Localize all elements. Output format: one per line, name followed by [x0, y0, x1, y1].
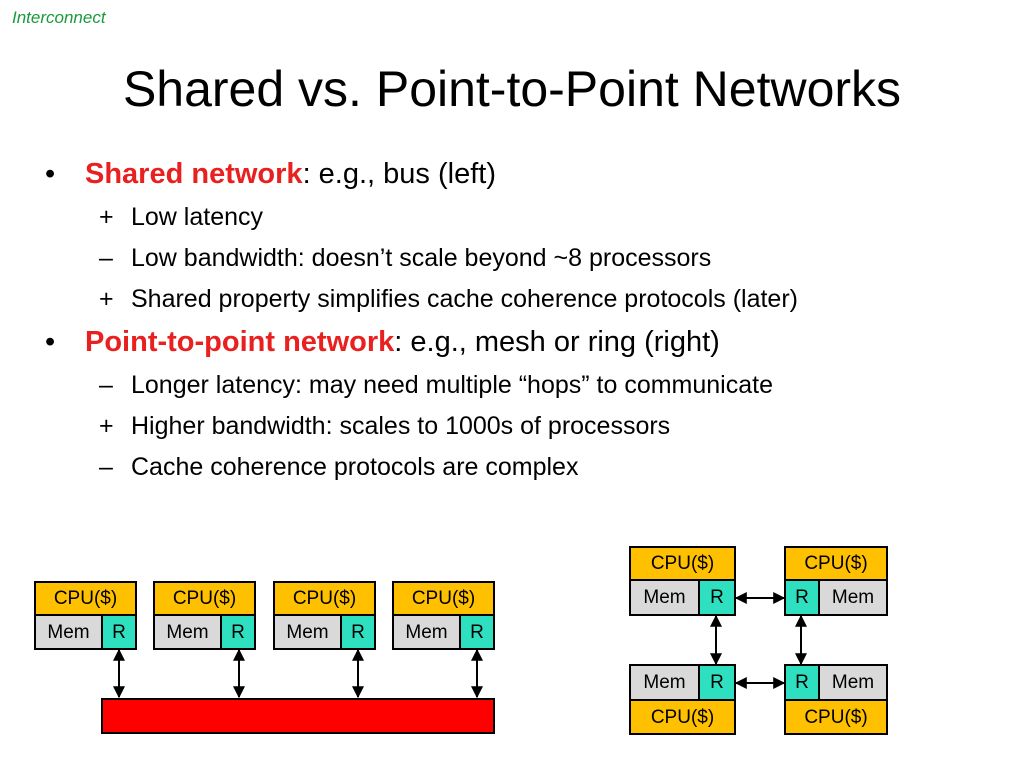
- sub-bullet-text: Low latency: [131, 203, 264, 231]
- bullet-dot-icon: •: [45, 326, 56, 358]
- sub-bullet-text: Cache coherence protocols are complex: [131, 453, 579, 481]
- plus-marker: +: [99, 412, 114, 440]
- router-box: R: [698, 579, 736, 616]
- bullet-text: : e.g., bus (left): [302, 158, 496, 190]
- mem-box: Mem: [818, 664, 888, 701]
- sub-bullet: – Longer latency: may need multiple “hop…: [99, 371, 773, 400]
- sub-bullet-text: Shared property simplifies cache coheren…: [131, 285, 798, 313]
- plus-marker: +: [99, 203, 114, 231]
- mem-box: Mem: [629, 579, 700, 616]
- bullet-highlight: Shared network: [85, 158, 303, 190]
- cpu-box: CPU($): [629, 546, 736, 581]
- router-box: R: [784, 579, 820, 616]
- cpu-box: CPU($): [34, 581, 137, 616]
- plus-marker: +: [99, 285, 114, 313]
- router-box: R: [220, 614, 256, 650]
- minus-marker: –: [99, 453, 113, 481]
- slide-title: Shared vs. Point-to-Point Networks: [122, 61, 902, 117]
- mem-box: Mem: [392, 614, 461, 650]
- router-box: R: [784, 664, 820, 701]
- bullet-dot-icon: •: [45, 158, 56, 190]
- sub-bullet-text: Low bandwidth: doesn’t scale beyond ~8 p…: [131, 244, 712, 272]
- sub-bullet-text: Higher bandwidth: scales to 1000s of pro…: [131, 412, 671, 440]
- mem-box: Mem: [818, 579, 888, 616]
- mem-box: Mem: [34, 614, 103, 650]
- cpu-box: CPU($): [153, 581, 256, 616]
- sub-bullet: – Low bandwidth: doesn’t scale beyond ~8…: [99, 244, 712, 273]
- cpu-box: CPU($): [392, 581, 495, 616]
- sub-bullet: + Higher bandwidth: scales to 1000s of p…: [99, 412, 671, 441]
- sub-bullet: + Shared property simplifies cache coher…: [99, 285, 798, 314]
- bullet-highlight: Point-to-point network: [85, 326, 395, 358]
- cpu-box: CPU($): [629, 699, 736, 735]
- router-box: R: [101, 614, 137, 650]
- mem-box: Mem: [629, 664, 700, 701]
- sub-bullet: + Low latency: [99, 203, 264, 232]
- router-box: R: [698, 664, 736, 701]
- sub-bullet-text: Longer latency: may need multiple “hops”…: [131, 371, 773, 399]
- minus-marker: –: [99, 244, 113, 272]
- bullet-list: • Shared network: e.g., bus (left) + Low…: [45, 158, 798, 482]
- bullet-point-to-point-network: • Point-to-point network: e.g., mesh or …: [45, 326, 720, 359]
- cpu-box: CPU($): [784, 546, 888, 581]
- mem-box: Mem: [153, 614, 222, 650]
- section-label: Interconnect: [12, 8, 106, 27]
- router-box: R: [459, 614, 495, 650]
- sub-bullet: – Cache coherence protocols are complex: [99, 453, 579, 482]
- mem-box: Mem: [273, 614, 342, 650]
- shared-bus: [101, 698, 495, 734]
- bullet-shared-network: • Shared network: e.g., bus (left): [45, 158, 496, 191]
- cpu-box: CPU($): [273, 581, 376, 616]
- minus-marker: –: [99, 371, 113, 399]
- bullet-text: : e.g., mesh or ring (right): [394, 326, 720, 358]
- router-box: R: [340, 614, 376, 650]
- cpu-box: CPU($): [784, 699, 888, 735]
